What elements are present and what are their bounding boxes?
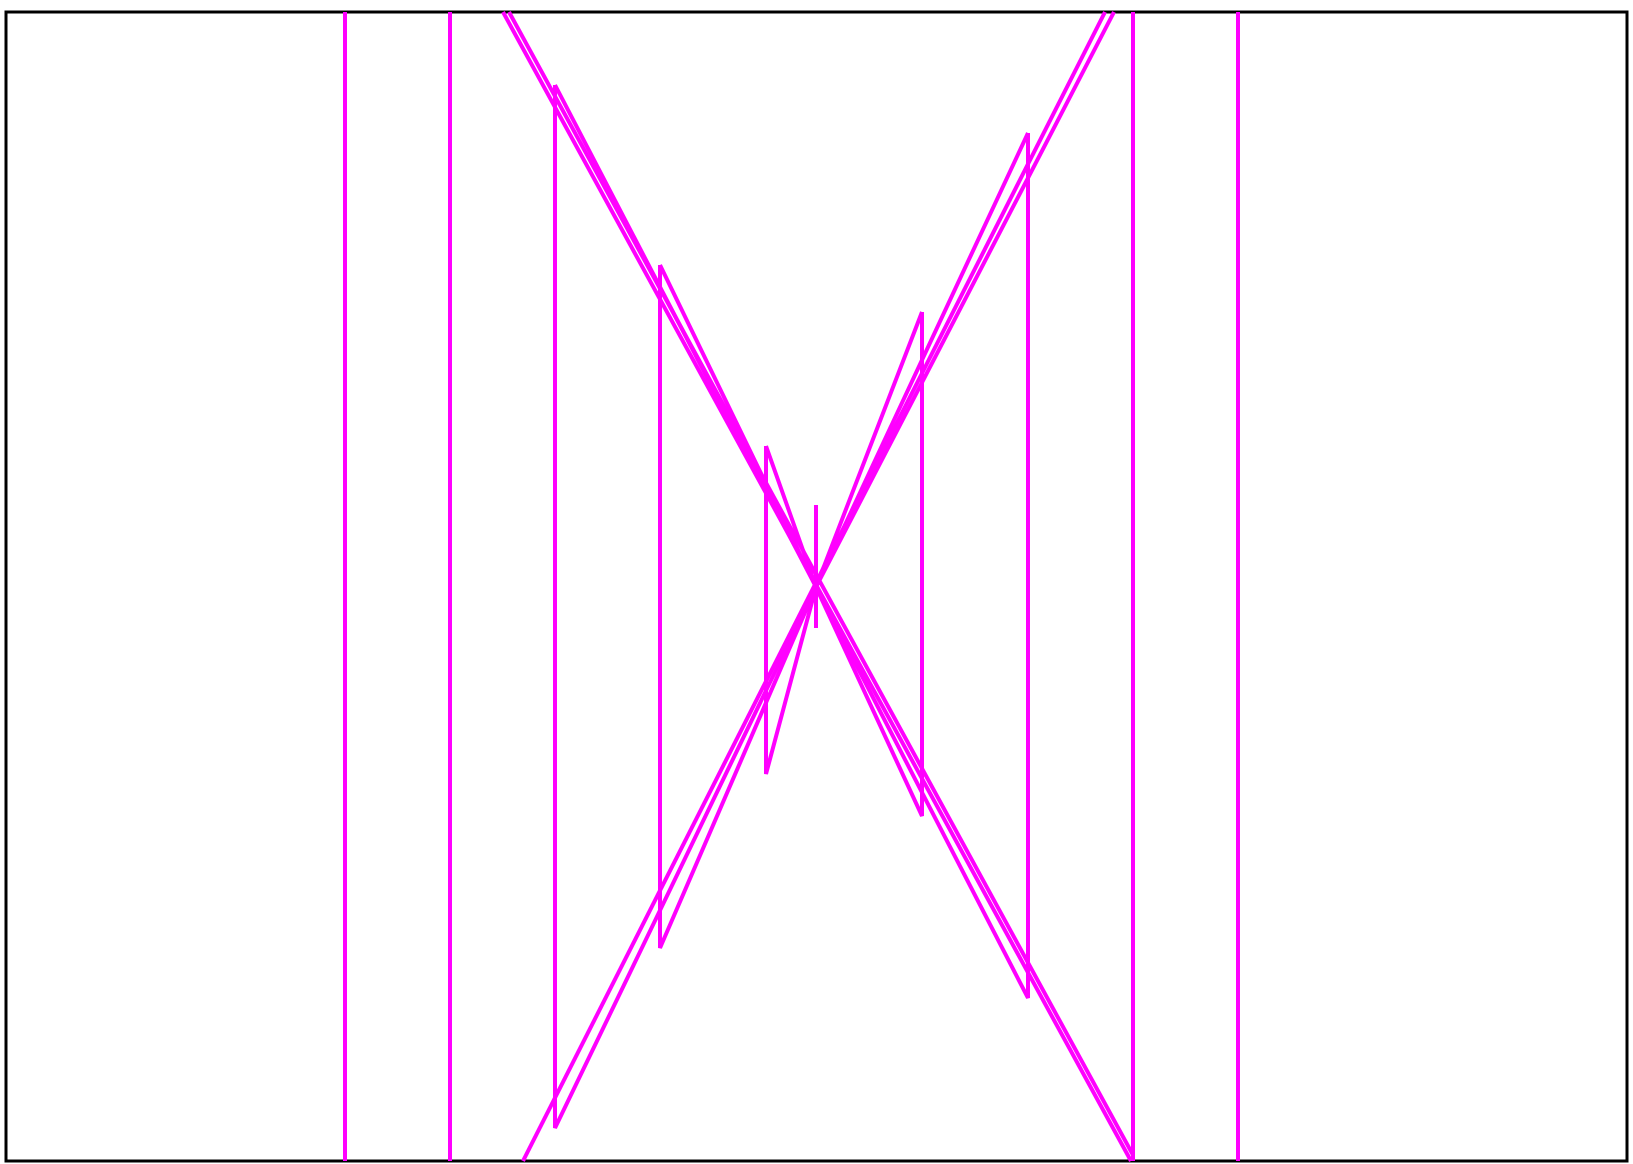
magenta-strokes bbox=[343, 11, 1240, 1162]
zigzag-left-inner bbox=[764, 445, 819, 775]
diagonal-top-right-to-bottom-left-b bbox=[814, 11, 1116, 588]
zigzag-left-outer bbox=[553, 84, 819, 1129]
zigzag-right-middle bbox=[813, 311, 924, 817]
zigzag-left-middle bbox=[658, 264, 819, 949]
